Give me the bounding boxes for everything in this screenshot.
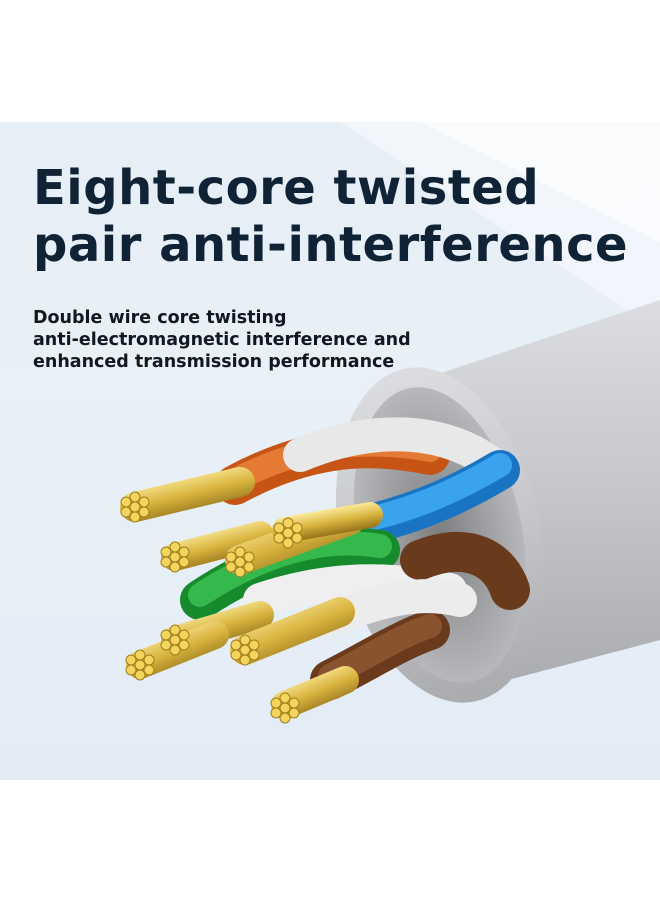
ethernet-cable-illustration xyxy=(120,300,660,724)
headline-line-1: Eight-core twisted xyxy=(33,160,540,216)
subtitle: Double wire core twisting anti-electroma… xyxy=(33,307,593,373)
subtitle-line-1: Double wire core twisting xyxy=(33,308,287,328)
headline: Eight-core twisted pair anti-interferenc… xyxy=(33,160,633,274)
subtitle-line-3: enhanced transmission performance xyxy=(33,352,395,372)
light-beam-decoration xyxy=(340,122,660,332)
subtitle-line-2: anti-electromagnetic interference and xyxy=(33,330,411,350)
headline-line-2: pair anti-interference xyxy=(33,217,629,273)
